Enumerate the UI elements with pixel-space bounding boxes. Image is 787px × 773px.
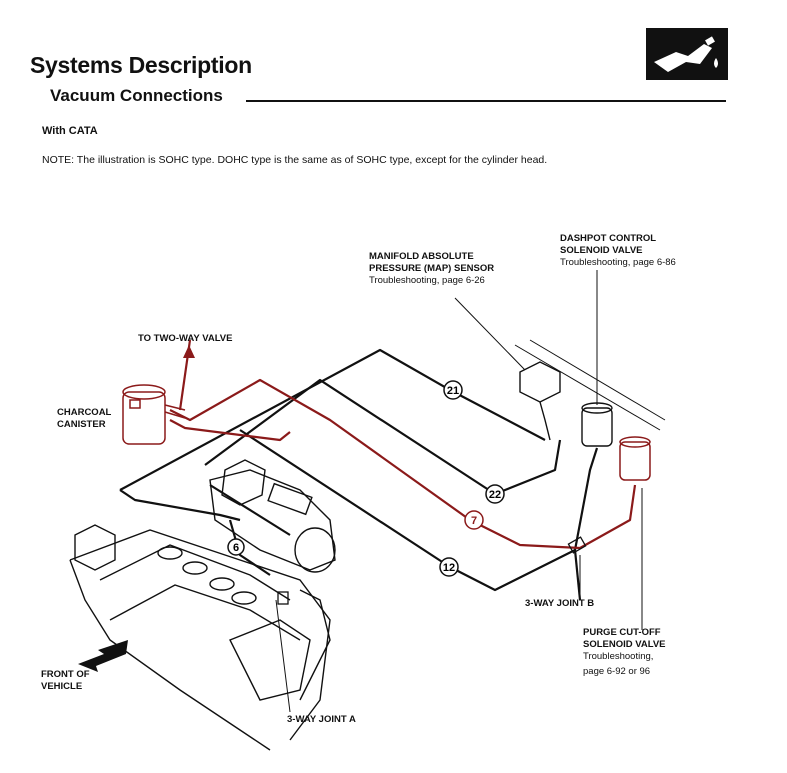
map-sensor-label: MANIFOLD ABSOLUTE PRESSURE (MAP) SENSOR … [369,251,495,286]
hose-21: 21 [443,380,463,400]
hose-6: 6 [227,538,245,556]
charcoal-canister [122,384,186,445]
hose-12-label: 12 [443,562,455,574]
hose-12: 12 [439,557,459,577]
dashpot-solenoid [581,402,613,447]
section-subtitle: Vacuum Connections [50,86,223,105]
red-hoses [169,339,637,550]
purge-solenoid-label: PURGE CUT-OFF SOLENOID VALVE Troubleshoo… [583,627,666,677]
front-of-vehicle-label: FRONT OF VEHICLE [41,669,90,692]
dashpot-label: DASHPOT CONTROL SOLENOID VALVE Troublesh… [560,233,676,268]
two-way-valve-label: TO TWO-WAY VALVE [138,333,233,344]
hose-7-label: 7 [471,515,477,527]
body-panel [514,339,666,431]
hose-22: 22 [485,484,505,504]
hose-22-label: 22 [489,489,501,501]
purge-solenoid [619,436,651,481]
charcoal-canister-label: CHARCOAL CANISTER [57,407,112,430]
variant-label: With CATA [42,125,98,137]
hose-7: 7 [464,510,484,530]
arrow-front-icon [78,640,128,672]
hose-21-label: 21 [447,385,459,397]
map-sensor [519,361,561,441]
hose-number-markers: 21 22 7 12 6 [227,380,505,577]
engine-outline [69,459,336,751]
note-text: NOTE: The illustration is SOHC type. DOH… [42,154,548,166]
joint-b-part [567,536,587,554]
joint-a-part [277,591,289,605]
hose-6-label: 6 [233,542,239,554]
header-rule [246,100,726,102]
joint-a-label: 3-WAY JOINT A [287,714,356,725]
arrow-up-icon [183,345,195,358]
joint-b-label: 3-WAY JOINT B [525,598,595,609]
page-title: Systems Description [30,52,252,78]
fuel-nozzle-icon [646,28,728,80]
leader-lines [275,270,643,713]
